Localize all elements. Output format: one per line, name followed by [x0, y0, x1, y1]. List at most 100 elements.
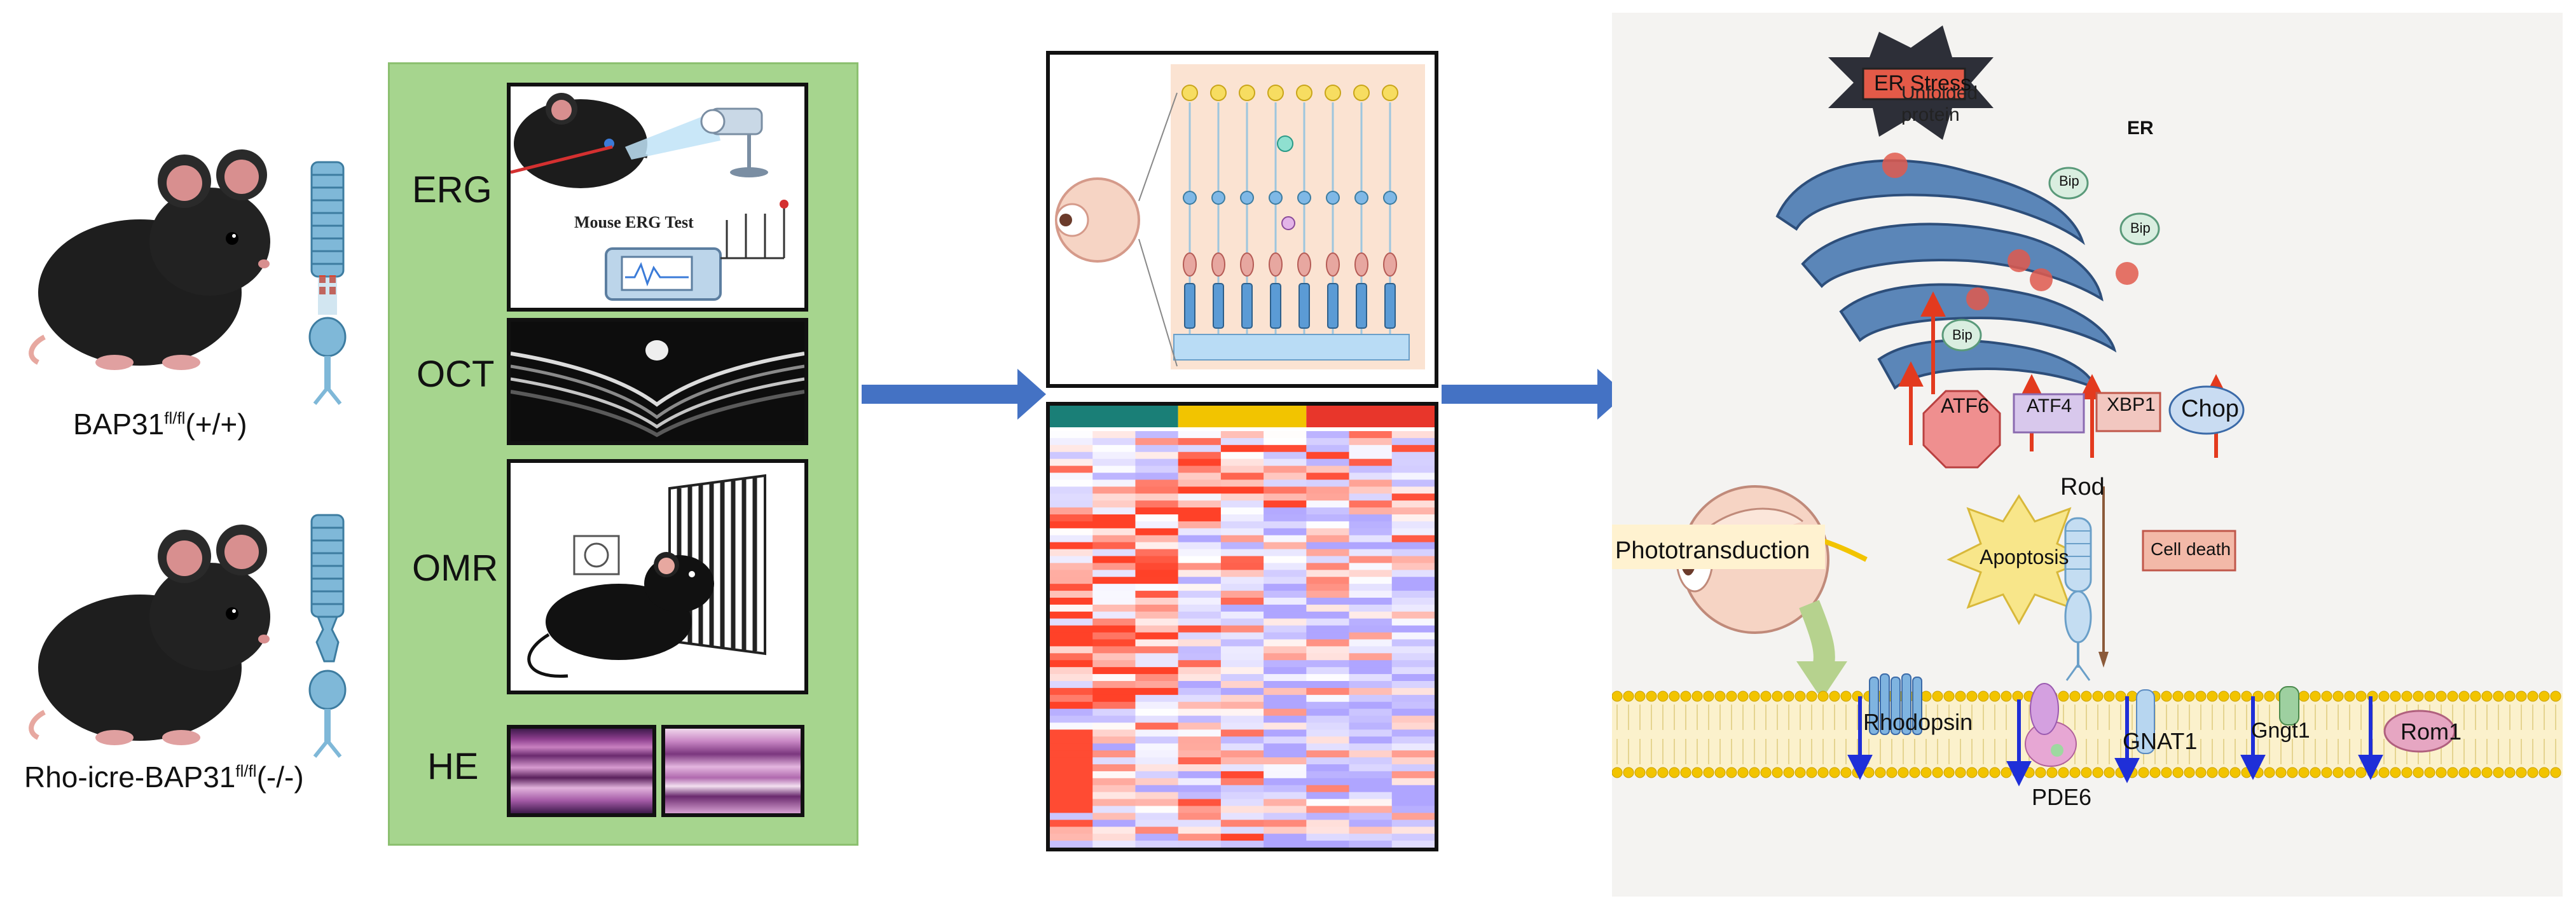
heatmap-cell	[1050, 764, 1093, 772]
pathway-illustration	[1612, 25, 2563, 787]
heatmap-cell	[1050, 486, 1093, 494]
heatmap-cell	[1349, 743, 1393, 751]
heatmap-cell	[1349, 792, 1393, 800]
heatmap-cell	[1391, 778, 1435, 786]
heatmap-cell	[1349, 701, 1393, 710]
heatmap-cell	[1264, 778, 1307, 786]
heatmap-cell	[1178, 715, 1222, 723]
heatmap-cell	[1264, 584, 1307, 591]
heatmap-cell	[1050, 792, 1093, 800]
heatmap-cell	[1306, 701, 1350, 710]
heatmap-cell	[1135, 674, 1179, 682]
heatmap-cell	[1306, 535, 1350, 543]
heatmap-cell	[1391, 591, 1435, 598]
heatmap-cell	[1220, 604, 1264, 612]
heatmap-cell	[1092, 667, 1136, 675]
heatmap-cell	[1264, 841, 1307, 848]
atf6-shape	[1922, 390, 2001, 469]
heatmap-cell	[1050, 570, 1093, 577]
heatmap-cell	[1050, 660, 1093, 668]
heatmap-cell	[1135, 722, 1179, 730]
heatmap-cell	[1050, 715, 1093, 723]
heatmap-cell	[1264, 799, 1307, 806]
assay-label-oct: OCT	[417, 354, 495, 395]
heatmap-cell	[1178, 556, 1222, 563]
heatmap-cell	[1264, 806, 1307, 813]
heatmap-cell	[1264, 722, 1307, 730]
heatmap-cell	[1306, 729, 1350, 737]
heatmap-cell	[1092, 458, 1136, 467]
heatmap-cell	[1264, 437, 1307, 446]
heatmap-cell	[1092, 542, 1136, 550]
heatmap-cell	[1349, 625, 1393, 633]
heatmap-cell	[1391, 687, 1435, 696]
heatmap-cell	[1264, 577, 1307, 584]
heatmap-cell	[1050, 437, 1093, 446]
heatmap-cell	[1220, 799, 1264, 806]
heatmap-cell	[1264, 820, 1307, 827]
heatmap-cell	[1050, 639, 1093, 647]
heatmap-cell	[1306, 618, 1350, 626]
wt-rod-cell	[308, 161, 347, 405]
heatmap-cell	[1220, 618, 1264, 626]
heatmap-cell	[1050, 451, 1093, 460]
heatmap-cell	[1349, 542, 1393, 550]
heatmap-cell	[1391, 667, 1435, 675]
assay-label-erg: ERG	[412, 169, 492, 210]
heatmap-cell	[1306, 556, 1350, 563]
heatmap-cell	[1135, 528, 1179, 536]
heatmap-cell	[1178, 500, 1222, 508]
heatmap-cell	[1349, 681, 1393, 689]
heatmap-cell	[1220, 639, 1264, 647]
heatmap-cell	[1391, 722, 1435, 730]
heatmap-cell	[1135, 507, 1179, 515]
heatmap-cell	[1220, 694, 1264, 703]
heatmap-cell	[1306, 681, 1350, 689]
heatmap-cell	[1220, 486, 1264, 494]
heatmap-cell	[1264, 500, 1307, 508]
heatmap-cell	[1391, 618, 1435, 626]
heatmap-cell	[1135, 646, 1179, 654]
heatmap-cell	[1050, 653, 1093, 661]
heatmap-cell	[1349, 674, 1393, 682]
heatmap-cell	[1050, 646, 1093, 654]
heatmap-cell	[1391, 715, 1435, 723]
heatmap-cell	[1220, 472, 1264, 480]
heatmap-cell	[1306, 521, 1350, 529]
heatmap-cell	[1264, 556, 1307, 563]
heatmap-cell	[1092, 528, 1136, 536]
heatmap-cell	[1349, 694, 1393, 703]
bip-label-2: Bip	[2130, 220, 2151, 236]
heatmap-cell	[1264, 757, 1307, 765]
heatmap-cell	[1349, 577, 1393, 584]
heatmap-cell	[1306, 465, 1350, 473]
heatmap-cell	[1220, 681, 1264, 689]
heatmap-cell	[1135, 827, 1179, 834]
heatmap-cell	[1306, 646, 1350, 654]
heatmap-cell	[1178, 514, 1222, 522]
heatmap-cell	[1135, 799, 1179, 806]
heatmap-cell	[1178, 729, 1222, 737]
heatmap-cell	[1178, 472, 1222, 480]
heatmap-cell	[1178, 841, 1222, 848]
heatmap-cell	[1178, 820, 1222, 827]
heatmap-cell	[1092, 646, 1136, 654]
heatmap-cell	[1349, 715, 1393, 723]
heatmap-cell	[1220, 458, 1264, 467]
heatmap-cell	[1135, 625, 1179, 633]
heatmap-cell	[1264, 451, 1307, 460]
heatmap-cell	[1178, 681, 1222, 689]
heatmap-cell	[1264, 611, 1307, 619]
heatmap-cell	[1220, 549, 1264, 556]
heatmap-cell	[1264, 701, 1307, 710]
heatmap-cell	[1391, 785, 1435, 793]
heatmap-cell	[1349, 687, 1393, 696]
heatmap-cell	[1092, 618, 1136, 626]
heatmap-cell	[1391, 653, 1435, 661]
heatmap-cell	[1306, 591, 1350, 598]
heatmap-cell	[1349, 604, 1393, 612]
heatmap-cell	[1050, 514, 1093, 522]
wt-mouse	[29, 149, 270, 370]
heatmap-cell	[1220, 653, 1264, 661]
heatmap-cell	[1220, 535, 1264, 543]
